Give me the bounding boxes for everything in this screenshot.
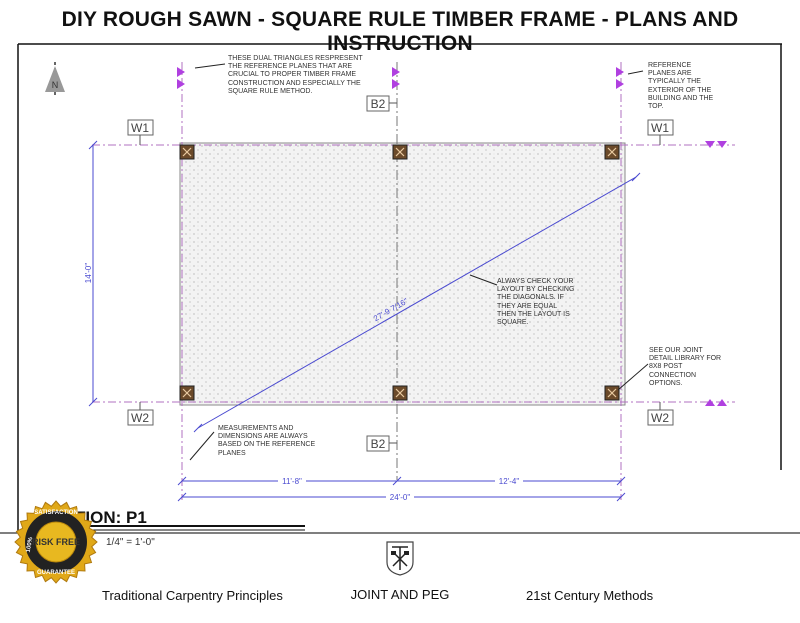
scale-label: 1/4" = 1'-0" [106, 537, 155, 548]
grid-tag-w2-left: W2 [131, 411, 149, 425]
post-8x8 [179, 144, 195, 160]
guarantee-seal: SATISFACTION 100% RISK FREE GUARANTEE [14, 500, 98, 589]
joint-and-peg-logo-icon [386, 541, 414, 576]
reference-plane-triangles [177, 67, 727, 406]
leader-lines [189, 63, 649, 461]
dimension-right-span: 12'-4" [499, 477, 520, 486]
footer-tagline-right: 21st Century Methods [526, 588, 654, 603]
note-reference-planes: REFERENCE PLANES ARE TYPICALLY THE EXTER… [648, 62, 714, 111]
building-footprint [179, 142, 626, 406]
dimension-line-diagonal [197, 176, 637, 429]
seal-left-text: 100% [26, 536, 35, 553]
post-8x8 [179, 385, 195, 401]
dimension-total: 24'-0" [390, 493, 411, 502]
footer-tagline-left: Traditional Carpentry Principles [102, 588, 283, 603]
seal-top-text: SATISFACTION [34, 510, 78, 516]
grid-tag-b2-top: B2 [371, 97, 386, 111]
grid-tag-b2-bottom: B2 [371, 437, 386, 451]
note-joint-library: SEE OUR JOINT DETAIL LIBRARY FOR 8X8 POS… [649, 347, 722, 387]
posts [179, 144, 620, 401]
note-dual-triangles: THESE DUAL TRIANGLES RESPRESENT THE REFE… [228, 55, 363, 95]
dimension-left-span: 11'-8" [282, 477, 302, 486]
post-8x8 [392, 144, 408, 160]
note-measurements: MEASUREMENTS AND DIMENSIONS ARE ALWAYS B… [218, 425, 316, 457]
note-check-layout: ALWAYS CHECK YOUR LAYOUT BY CHECKING THE… [497, 278, 575, 327]
north-arrow-icon: N [45, 62, 65, 98]
dimension-depth: 14'-0" [84, 263, 93, 284]
north-label: N [52, 80, 59, 90]
grid-tag-w1-right: W1 [651, 121, 669, 135]
brand-name: JOINT AND PEG [350, 587, 450, 602]
grid-tag-w2-right: W2 [651, 411, 669, 425]
post-8x8 [604, 385, 620, 401]
post-8x8 [392, 385, 408, 401]
seal-bottom-text: GUARANTEE [37, 570, 75, 576]
seal-center-text: RISK FREE [32, 537, 80, 547]
post-8x8 [604, 144, 620, 160]
grid-tag-w1-left: W1 [131, 121, 149, 135]
section-title: TION: P1 [75, 508, 147, 527]
